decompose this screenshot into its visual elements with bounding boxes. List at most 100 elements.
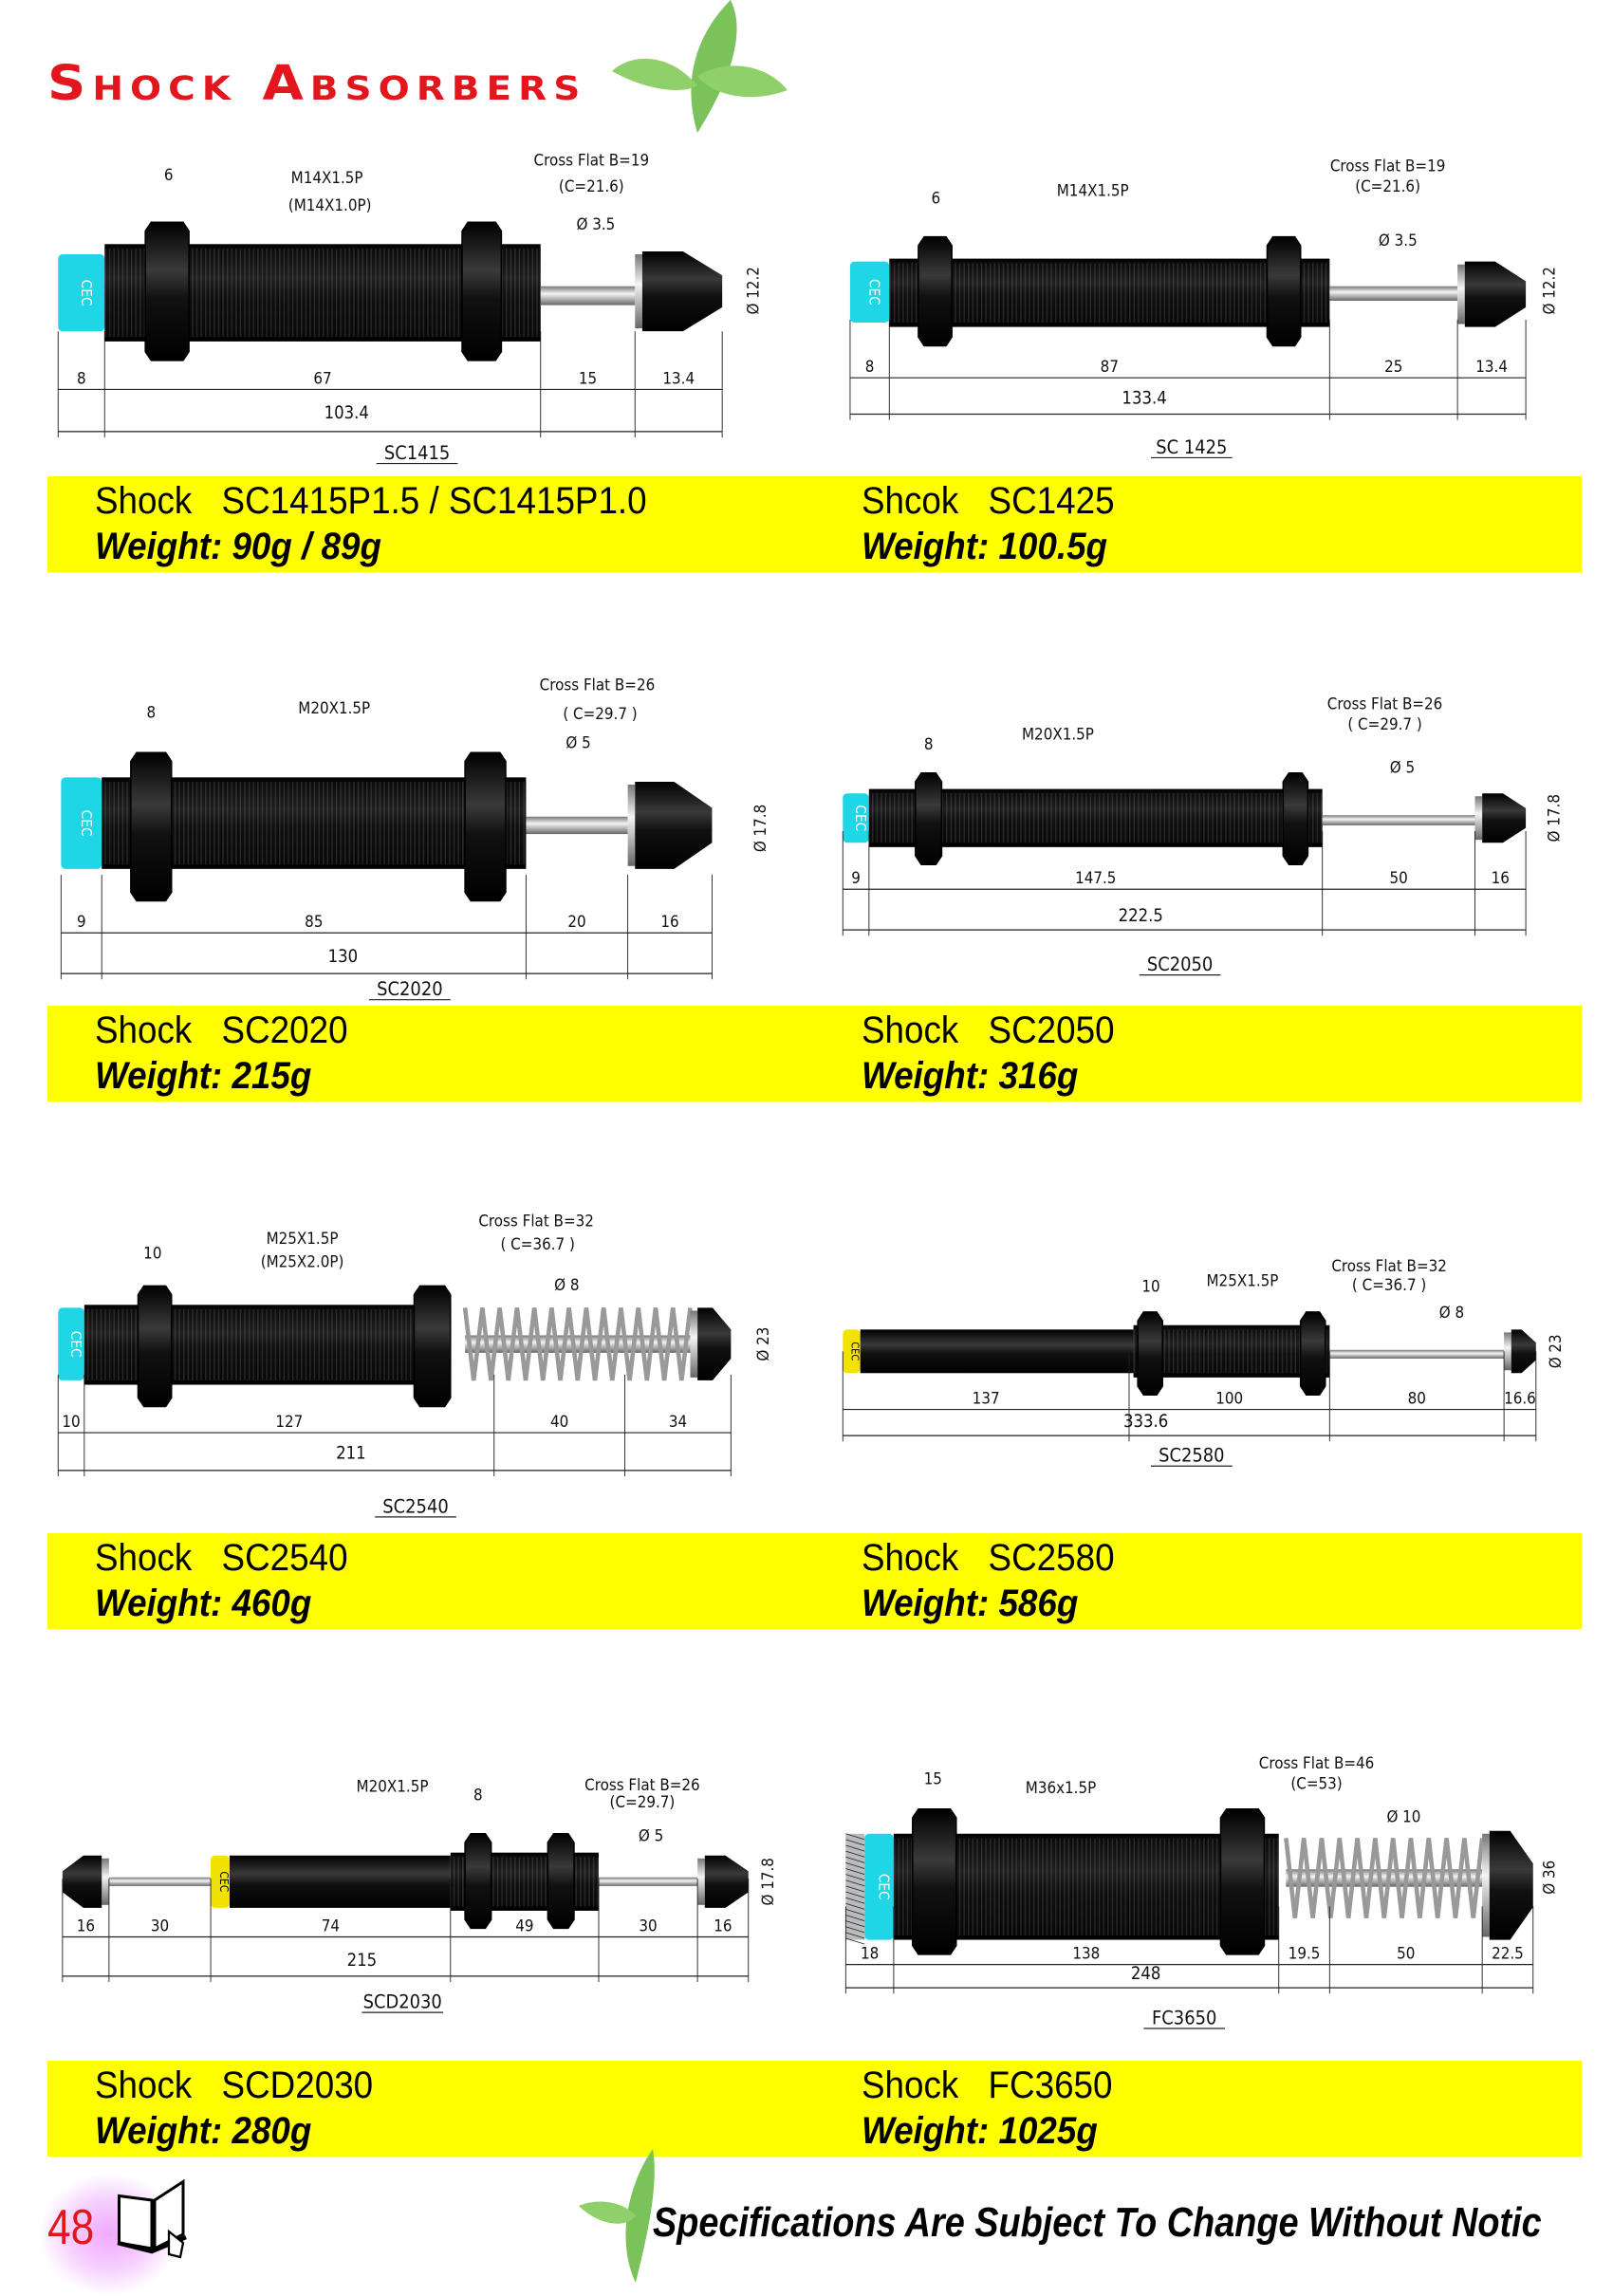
overall-length-label: 211 [336,1444,366,1464]
cec-logo: CEC [848,1342,861,1361]
lock-nut [464,1832,492,1930]
end-cap-cyan [58,254,105,332]
product-model: FC3650 [988,2065,1113,2106]
dimension-label: 8 [77,368,86,387]
overall-length-label: 333.6 [1123,1412,1168,1432]
leaf-footer-icon [579,2149,655,2283]
product-weight: Weight: 316g [862,1055,1079,1097]
book-icon [117,2178,187,2259]
dimension-label: 85 [305,912,323,931]
cec-logo: CEC [78,280,95,306]
nut-label: 8 [473,1786,483,1805]
drawing-model-label: SCD2030 [363,1991,442,2013]
product-weight: Weight: 90g / 89g [95,526,381,567]
cap-label: Ø 17.8 [1544,794,1563,842]
return-spring [1284,1838,1485,1918]
cross-flat-label: Cross Flat B=19 [1330,157,1446,176]
product-model: SC2540 [221,1537,348,1579]
end-cap-yellow [211,1855,230,1908]
rod-label: Ø 5 [565,733,590,752]
lock-nut [464,751,507,902]
lock-nut [1266,235,1302,347]
thread-label: M25X1.5P [1206,1270,1278,1289]
rod-label: Ø 10 [1386,1807,1420,1826]
striker-cap [704,1855,749,1908]
end-cap-cyan [864,1833,894,1940]
product-weight: Weight: 280g [95,2110,312,2152]
cross-flat-label: Cross Flat B=32 [1331,1256,1447,1275]
c-label: ( C=29.7 ) [1347,714,1421,733]
lock-nut [1219,1807,1266,1955]
cap-label: Ø 12.2 [1540,267,1559,314]
product-model: SC2580 [988,1537,1115,1579]
rod-label: Ø 8 [1439,1303,1464,1322]
dimension-label: 16 [1492,868,1510,887]
rod-label: Ø 3.5 [577,214,616,233]
end-cap-yellow [843,1329,861,1374]
cec-logo: CEC [217,1871,231,1892]
nut-label: 8 [924,734,934,753]
piston-rod [1329,1349,1505,1359]
product-type: Shock [862,1537,959,1579]
product-name: Shock SC2540 [95,1537,348,1580]
product-type: Shock [95,1537,193,1579]
cec-logo: CEC [876,1874,893,1900]
cross-flat-label: Cross Flat B=19 [534,151,650,170]
cap-label: Ø 23 [753,1327,772,1361]
cap-label: Ø 12.2 [743,267,762,314]
overall-length-label: 133.4 [1122,389,1166,409]
nut-label: 6 [164,165,174,184]
thread2-label: (M14X1.0P) [288,195,372,214]
page-title: Shock Absorbers [47,56,587,112]
end-cap-cyan [849,261,890,323]
striker-cap [1511,1329,1536,1374]
dimension-label: 10 [62,1412,80,1431]
return-spring [462,1307,693,1381]
dimension-label: 13.4 [1475,357,1508,376]
cec-logo: CEC [866,279,883,306]
overall-length-label: 248 [1131,1964,1161,1984]
striker-cap [1482,793,1527,843]
c-label: (C=53) [1290,1773,1342,1792]
dimension-label: 30 [639,1916,657,1935]
dimension-label: 74 [322,1916,340,1935]
cec-logo: CEC [67,1331,84,1358]
dimension-label: 25 [1384,357,1402,376]
overall-length-label: 222.5 [1119,906,1163,926]
dimension-label: 16.6 [1504,1388,1536,1407]
cross-flat-label: Cross Flat B=46 [1259,1753,1375,1772]
thread2-label: (M25X2.0P) [261,1251,344,1270]
striker-cap [635,781,713,869]
dimension-label: 34 [669,1412,687,1431]
rod-label: Ø 8 [554,1275,579,1294]
lock-nut [912,1807,957,1955]
end-cap-cyan [843,793,869,843]
cap-label: Ø 23 [1546,1334,1565,1368]
nut-label: 15 [924,1769,942,1788]
product-weight: Weight: 586g [862,1583,1079,1624]
lock-nut [144,221,190,361]
end-cap-cyan [58,1307,84,1380]
dimension-label: 80 [1408,1388,1426,1407]
end-cap-cyan [61,777,102,869]
lock-nut [547,1832,575,1930]
dimension-label: 15 [579,368,597,387]
drawing-model-label: SC 1425 [1156,436,1227,458]
striker-cap [697,1307,732,1380]
product-type: Shcok [862,480,959,522]
product-name: Shock SC2580 [862,1537,1115,1580]
product-model: SC2050 [988,1009,1115,1051]
dimension-label: 9 [77,912,86,931]
thread-label: M20X1.5P [1022,725,1094,744]
c-label: ( C=36.7 ) [500,1234,574,1253]
striker-cap [641,250,723,332]
cylinder-body [229,1855,451,1908]
cross-flat-label: Cross Flat B=26 [1327,694,1443,713]
c-label: (C=21.6) [559,176,624,195]
product-model: SC1425 [988,480,1115,522]
